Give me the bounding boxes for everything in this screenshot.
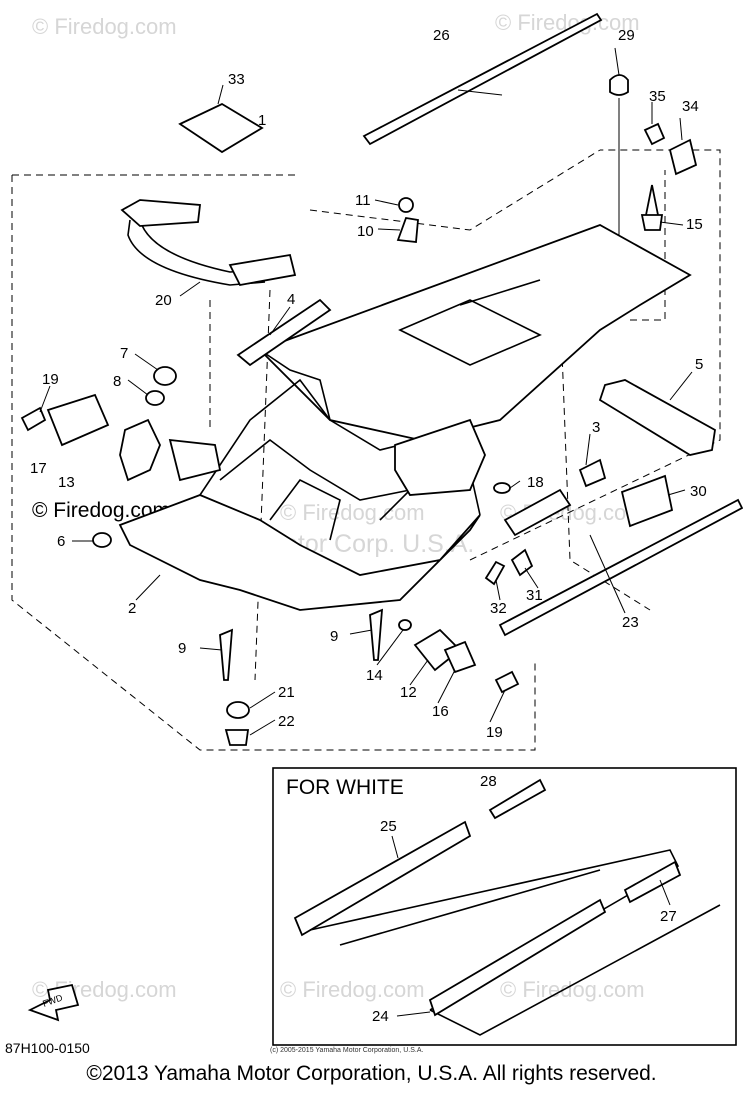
callout-13: 13 — [58, 474, 75, 491]
part-23-strip — [498, 498, 743, 637]
leader-dashed-right — [559, 170, 666, 611]
callout-9-center: 9 — [330, 628, 338, 645]
part-19-bolt-right — [494, 670, 520, 694]
part-26-strip — [362, 12, 603, 146]
part-22-collar — [224, 729, 250, 746]
callout-3: 3 — [592, 419, 600, 436]
callout-9-left: 9 — [178, 640, 186, 657]
part-14-washer — [398, 619, 412, 631]
part-28-strip — [488, 778, 547, 820]
callout-23: 23 — [622, 614, 639, 631]
part-9-bolt-center — [369, 608, 384, 661]
part-16-plate — [443, 640, 477, 674]
watermark-top-left: © Firedog.com — [32, 14, 177, 39]
callout-31: 31 — [526, 587, 543, 604]
callout-34: 34 — [682, 98, 699, 115]
part-9-bolt-left — [219, 628, 234, 681]
callout-15: 15 — [686, 216, 703, 233]
part-2-lower-frame — [118, 494, 481, 611]
callout-30: 30 — [690, 483, 707, 500]
inset-for-white — [272, 767, 737, 1046]
callout-32: 32 — [490, 600, 507, 617]
part-1-tunnel-frame — [258, 224, 692, 441]
callout-19-left: 19 — [42, 371, 59, 388]
part-20-mount-right — [228, 253, 297, 287]
watermark-bottom-right: © Firedog.com — [500, 977, 645, 1002]
callout-28: 28 — [480, 773, 497, 790]
part-3-bracket — [578, 458, 607, 488]
part-32-bolt — [484, 560, 506, 586]
part-8-bushing — [145, 390, 165, 406]
part-17-bracket — [46, 393, 110, 447]
watermark-mid-center: © Firedog.com — [280, 500, 425, 525]
part-suspension-arm — [168, 438, 222, 482]
assembly-boundary — [11, 149, 721, 751]
part-fuel-tank — [394, 418, 486, 496]
copyright-footer: ©2013 Yamaha Motor Corporation, U.S.A. A… — [86, 1062, 657, 1085]
watermark-bottom-center: © Firedog.com — [280, 977, 425, 1002]
callout-26: 26 — [433, 27, 450, 44]
watermark-mid-left: © Firedog.com — [32, 499, 170, 522]
callout-8: 8 — [113, 373, 121, 390]
callout-19-right: 19 — [486, 724, 503, 741]
callout-24: 24 — [372, 1008, 389, 1025]
part-11-nut — [398, 197, 414, 213]
part-30-label — [620, 474, 674, 528]
callout-29: 29 — [618, 27, 635, 44]
part-34-bracket — [668, 138, 698, 176]
part-10-stud — [396, 216, 419, 243]
part-35-cap — [643, 122, 666, 146]
callout-33: 33 — [228, 71, 245, 88]
part-20-bar — [127, 219, 266, 286]
part-5-bracket — [598, 379, 716, 456]
part-bracket-center — [503, 488, 572, 537]
part-18-washer — [493, 482, 511, 494]
diagram-code: 87H100-0150 — [5, 1040, 90, 1056]
part-15-rivet — [640, 184, 664, 231]
part-19-bolt-left — [20, 406, 47, 432]
part-24-strip — [428, 898, 607, 1017]
callout-35: 35 — [649, 88, 666, 105]
callout-10: 10 — [357, 223, 374, 240]
callout-4: 4 — [287, 291, 295, 308]
callout-11: 11 — [355, 192, 371, 209]
callout-14: 14 — [366, 667, 383, 684]
part-4-bracket — [236, 298, 332, 367]
part-20-mount-left — [120, 199, 202, 227]
callout-27: 27 — [660, 908, 677, 925]
callout-22: 22 — [278, 713, 295, 730]
part-6-bushing — [92, 532, 112, 548]
part-7-bushing — [153, 366, 177, 386]
callout-18: 18 — [527, 474, 544, 491]
callout-2: 2 — [128, 600, 136, 617]
part-31-bracket — [510, 548, 534, 577]
callout-6: 6 — [57, 533, 65, 550]
leader-lines — [39, 47, 693, 736]
part-33-plate — [178, 102, 264, 154]
callout-25: 25 — [380, 818, 397, 835]
part-29-cap — [609, 74, 629, 96]
part-21-bushing — [226, 701, 250, 719]
part-13-shock-mount — [119, 418, 161, 482]
inset-title: FOR WHITE — [286, 776, 404, 799]
part-27-strip — [623, 860, 682, 904]
fine-print: (c) 2005-2015 Yamaha Motor Corporation, … — [270, 1047, 423, 1054]
callout-1: 1 — [258, 112, 266, 129]
part-25-strip — [293, 820, 472, 937]
callout-5: 5 — [695, 356, 703, 373]
callout-7: 7 — [120, 345, 128, 362]
callout-17: 17 — [30, 460, 47, 477]
callout-16: 16 — [432, 703, 449, 720]
callout-12: 12 — [400, 684, 417, 701]
callout-20: 20 — [155, 292, 172, 309]
callout-21: 21 — [278, 684, 295, 701]
fwd-arrow-icon — [27, 983, 80, 1022]
